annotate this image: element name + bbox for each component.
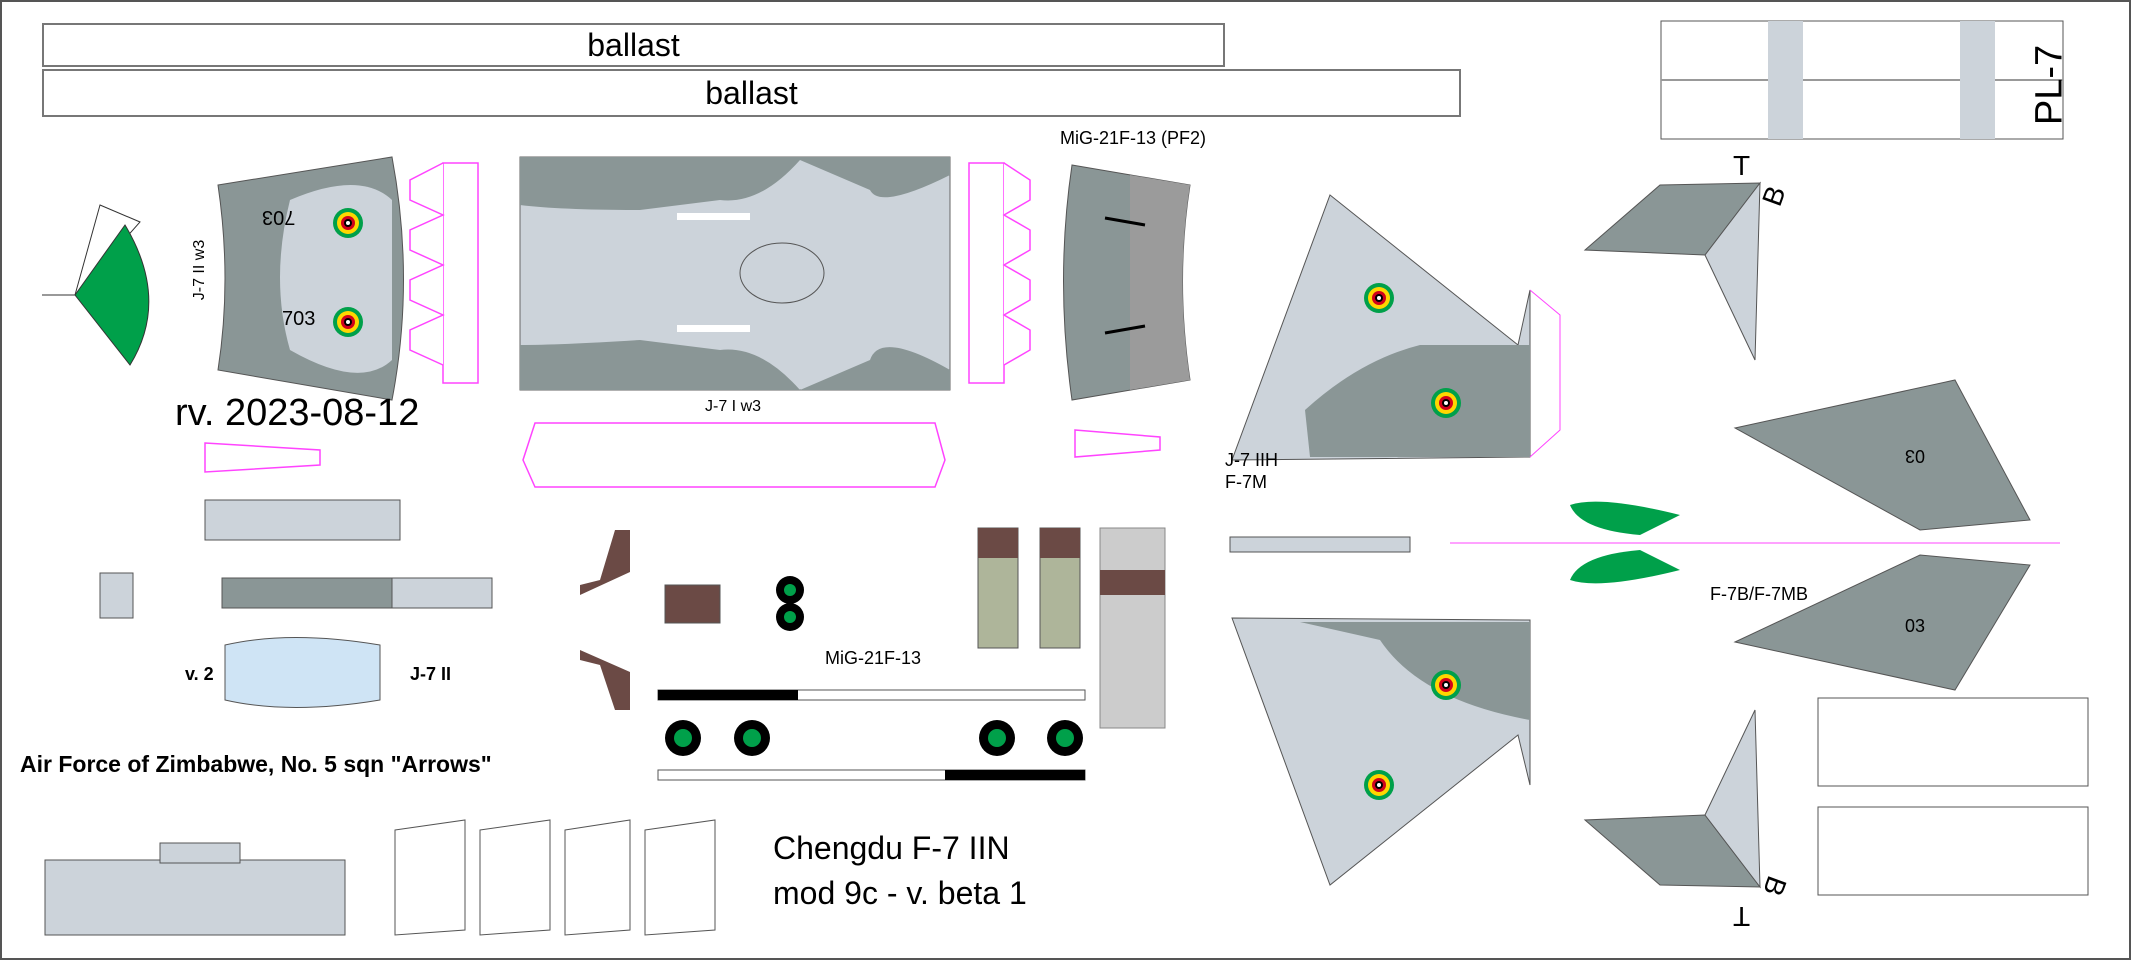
rear-fuselage-part [1063, 164, 1191, 401]
serial-decal: 703 [262, 206, 296, 228]
pl7-missiles-panel [1660, 20, 2064, 140]
pl7-label: PL-7 [2028, 44, 2071, 126]
roundel-icon [1364, 770, 1394, 800]
forward-fuselage-part [217, 156, 404, 401]
top-marker: T [1733, 150, 1751, 181]
wheel-icon [776, 603, 804, 631]
j7-ii-label: J-7 II [410, 664, 452, 684]
j7-ii-w3-label: J-7 II w3 [191, 239, 208, 301]
roundel-icon [1431, 670, 1461, 700]
top-marker: T [1733, 901, 1751, 932]
mig-pf2-label: MiG-21F-13 (PF2) [1060, 128, 1207, 148]
wheel-icon [734, 720, 770, 756]
ballast-label: ballast [705, 74, 798, 111]
wheel-icon [776, 576, 804, 604]
serial-decal: 03 [1905, 616, 1926, 636]
wheel-icon [979, 720, 1015, 756]
unit-label: Air Force of Zimbabwe, No. 5 sqn "Arrows… [20, 751, 492, 777]
lower-wing-part [1231, 617, 1531, 886]
ballast-strip-2: ballast [42, 69, 1461, 117]
title-line-2: mod 9c - v. beta 1 [773, 875, 1027, 911]
wheel-icon [665, 720, 701, 756]
main-fuselage-part [519, 156, 951, 391]
tailplane-parts [1450, 181, 2060, 889]
upper-wing-part [1231, 194, 1561, 461]
glue-tab-strips [204, 162, 1161, 488]
roundel-icon [1431, 388, 1461, 418]
wheel-icon [1047, 720, 1083, 756]
roundel-icon [333, 208, 363, 238]
roundel-icon [1364, 283, 1394, 313]
f7b-label: F-7B/F-7MB [1710, 584, 1809, 604]
f7m-label: F-7M [1225, 472, 1267, 492]
mig21f13-label: MiG-21F-13 [825, 648, 922, 668]
serial-decal: 703 [282, 308, 316, 330]
v2-label: v. 2 [185, 664, 214, 684]
revision-label: rv. 2023-08-12 [175, 392, 420, 434]
ballast-label: ballast [587, 26, 680, 63]
j7-iih-label: J-7 IIH [1225, 450, 1279, 470]
title-line-1: Chengdu F-7 IIN [773, 830, 1010, 866]
ballast-strip-1: ballast [42, 23, 1225, 67]
j7-i-w3-label: J-7 I w3 [705, 398, 762, 415]
nose-cone-part [42, 204, 150, 366]
small-parts [44, 499, 2089, 936]
serial-decal: 03 [1905, 446, 1926, 466]
roundel-icon [333, 307, 363, 337]
